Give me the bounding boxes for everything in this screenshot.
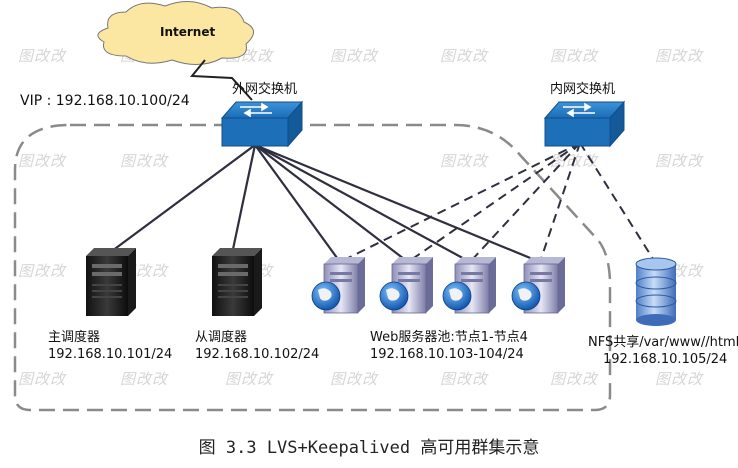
backup-director-name: 从调度器 xyxy=(195,330,248,345)
watermark: 图改改 xyxy=(18,47,67,65)
watermark: 图改改 xyxy=(440,370,489,388)
external-switch-icon xyxy=(220,100,304,148)
watermark: 图改改 xyxy=(18,262,67,280)
internet-label: Internet xyxy=(160,25,216,39)
watermark: 图改改 xyxy=(655,370,704,388)
internet-cloud xyxy=(97,1,254,65)
master-director-server-icon xyxy=(86,248,136,316)
nfs-ip: 192.168.10.105/24 xyxy=(603,352,728,367)
master-director-ip: 192.168.10.101/24 xyxy=(48,347,173,362)
web-server-3-icon xyxy=(442,257,496,314)
nfs-name: NFS共享/var/www//html xyxy=(588,335,738,350)
nfs-storage-icon xyxy=(635,257,677,326)
watermark: 图改改 xyxy=(655,47,704,65)
backup-director-ip: 192.168.10.102/24 xyxy=(195,347,320,362)
watermark: 图改改 xyxy=(225,370,274,388)
watermark: 图改改 xyxy=(655,152,704,170)
master-director-name: 主调度器 xyxy=(48,330,101,345)
external-switch-label: 外网交换机 xyxy=(232,82,298,97)
vip-label: VIP : 192.168.10.100/24 xyxy=(20,93,190,109)
backup-director-server-icon xyxy=(212,248,262,316)
watermark: 图改改 xyxy=(550,370,599,388)
external-links xyxy=(107,143,541,264)
watermark: 图改改 xyxy=(440,47,489,65)
watermark: 图改改 xyxy=(550,47,599,65)
wan-link xyxy=(189,59,253,101)
watermark: 图改改 xyxy=(18,152,67,170)
web-pool-name: Web服务器池:节点1-节点4 xyxy=(370,330,528,345)
internal-switch-label: 内网交换机 xyxy=(550,82,616,97)
web-server-4-icon xyxy=(511,257,565,314)
watermark: 图改改 xyxy=(120,152,169,170)
watermark: 图改改 xyxy=(18,370,67,388)
watermark: 图改改 xyxy=(330,47,379,65)
watermark: 图改改 xyxy=(330,370,379,388)
cluster-boundary xyxy=(13,123,612,412)
watermark: 图改改 xyxy=(120,370,169,388)
web-pool-ip: 192.168.10.103-104/24 xyxy=(370,347,524,362)
watermark: 图改改 xyxy=(440,152,489,170)
internal-switch-icon xyxy=(543,100,626,148)
internal-links xyxy=(339,142,656,263)
figure-caption: 图 3.3 LVS+Keepalived 高可用群集示意 xyxy=(198,438,540,458)
web-server-2-icon xyxy=(379,257,433,314)
web-server-1-icon xyxy=(311,257,365,314)
